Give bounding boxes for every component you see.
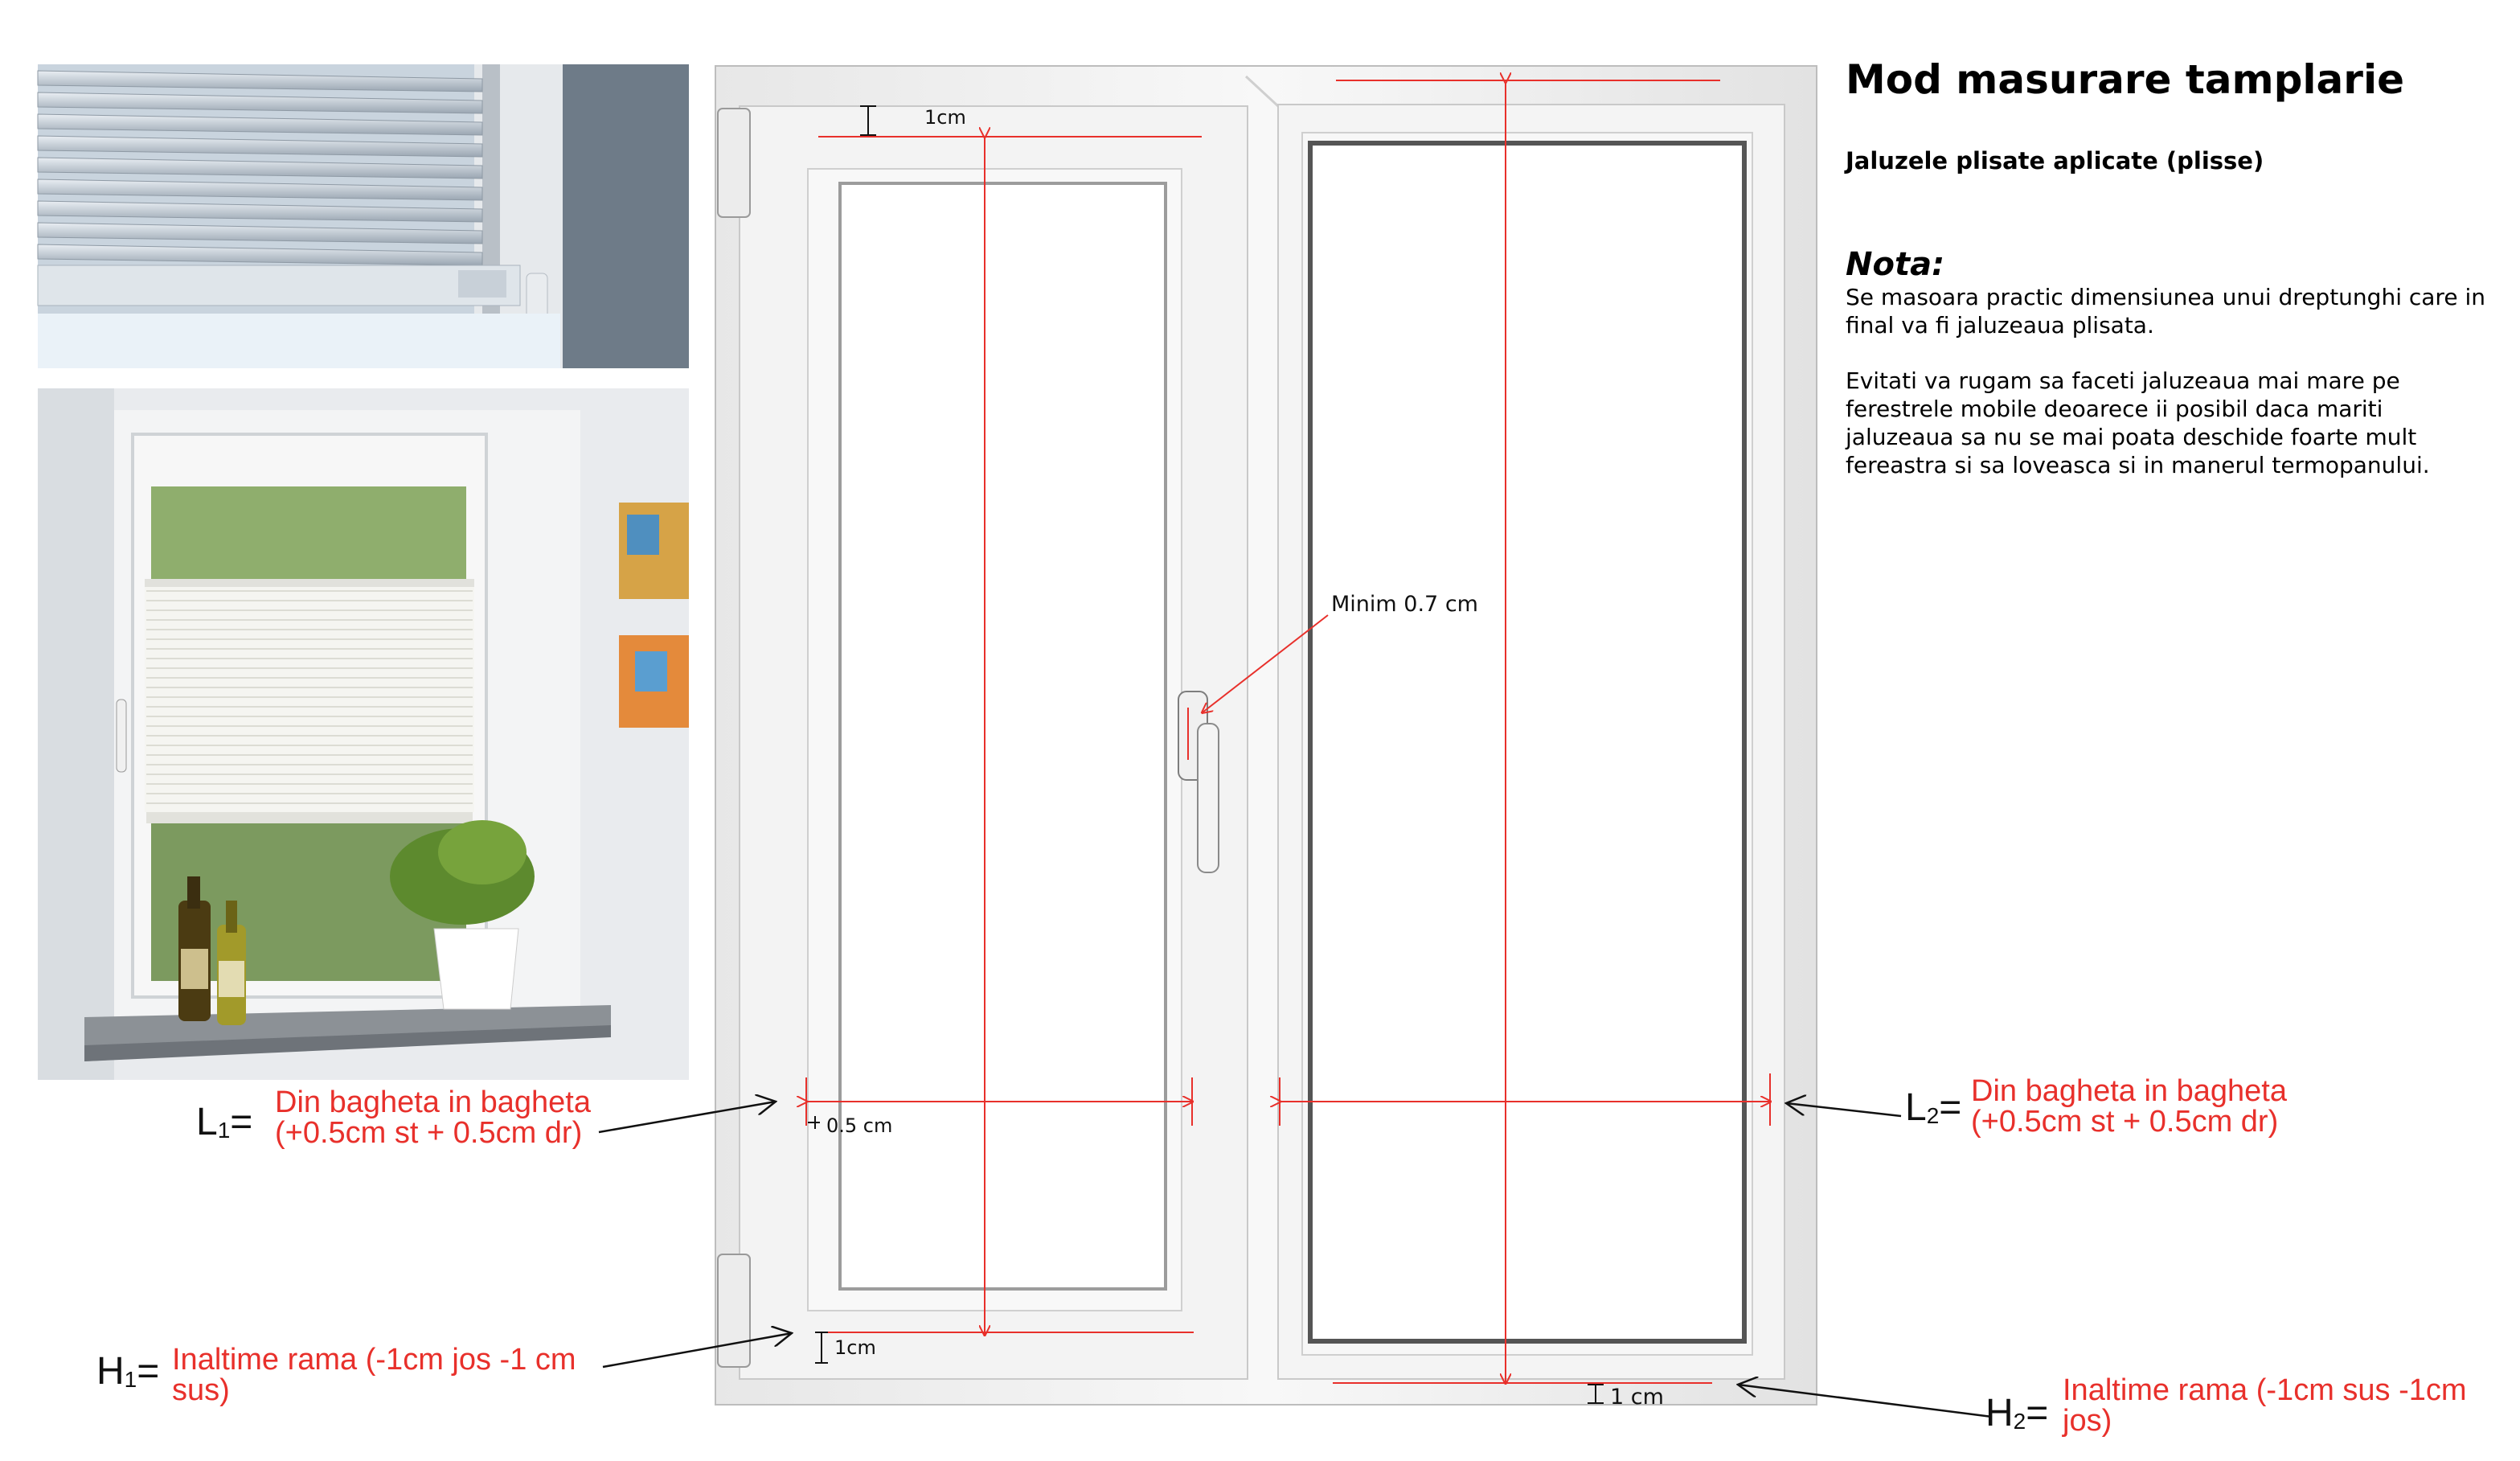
- l2-symbol: L2=: [1905, 1086, 1962, 1129]
- h2-description: Inaltime rama (-1cm sus -1cm jos): [2063, 1373, 2467, 1438]
- page-title: Mod masurare tamplarie: [1846, 56, 2404, 103]
- handle-clearance-label: Minim 0.7 cm: [1331, 592, 1478, 617]
- note-paragraph-2: Evitati va rugam sa faceti jaluzeaua mai…: [1846, 367, 2430, 478]
- window-room-photo: [38, 388, 689, 1080]
- pointer-arrows: [598, 1102, 1993, 1418]
- bottom-left-gap-label: 1cm: [834, 1336, 876, 1359]
- h2-symbol: H2=: [1985, 1392, 2049, 1434]
- l1-description: Din bagheta in bagheta (+0.5cm st + 0.5c…: [275, 1085, 591, 1150]
- side-gap-label: 0.5 cm: [826, 1114, 893, 1137]
- note-heading: Nota:: [1846, 246, 1945, 283]
- red-measure-lines: [806, 80, 1770, 1383]
- blind-photo: [37, 64, 689, 368]
- top-left-gap-label: 1cm: [924, 106, 966, 129]
- hinge-icon: [717, 108, 751, 1368]
- window-frame-illustration: [715, 65, 1817, 1406]
- l2-description: Din bagheta in bagheta (+0.5cm st + 0.5c…: [1971, 1074, 2287, 1139]
- page-subtitle: Jaluzele plisate aplicate (plisse): [1846, 147, 2264, 174]
- l1-symbol: L1=: [196, 1101, 253, 1143]
- bottom-right-gap-label: 1 cm: [1610, 1385, 1664, 1410]
- tick-marks: [808, 105, 1604, 1404]
- h1-symbol: H1=: [96, 1350, 160, 1393]
- note-paragraph-1: Se masoara practic dimensiunea unui drep…: [1846, 284, 2485, 339]
- window-handle-icon: [1178, 691, 1219, 873]
- h1-description: Inaltime rama (-1cm jos -1 cm sus): [172, 1343, 576, 1407]
